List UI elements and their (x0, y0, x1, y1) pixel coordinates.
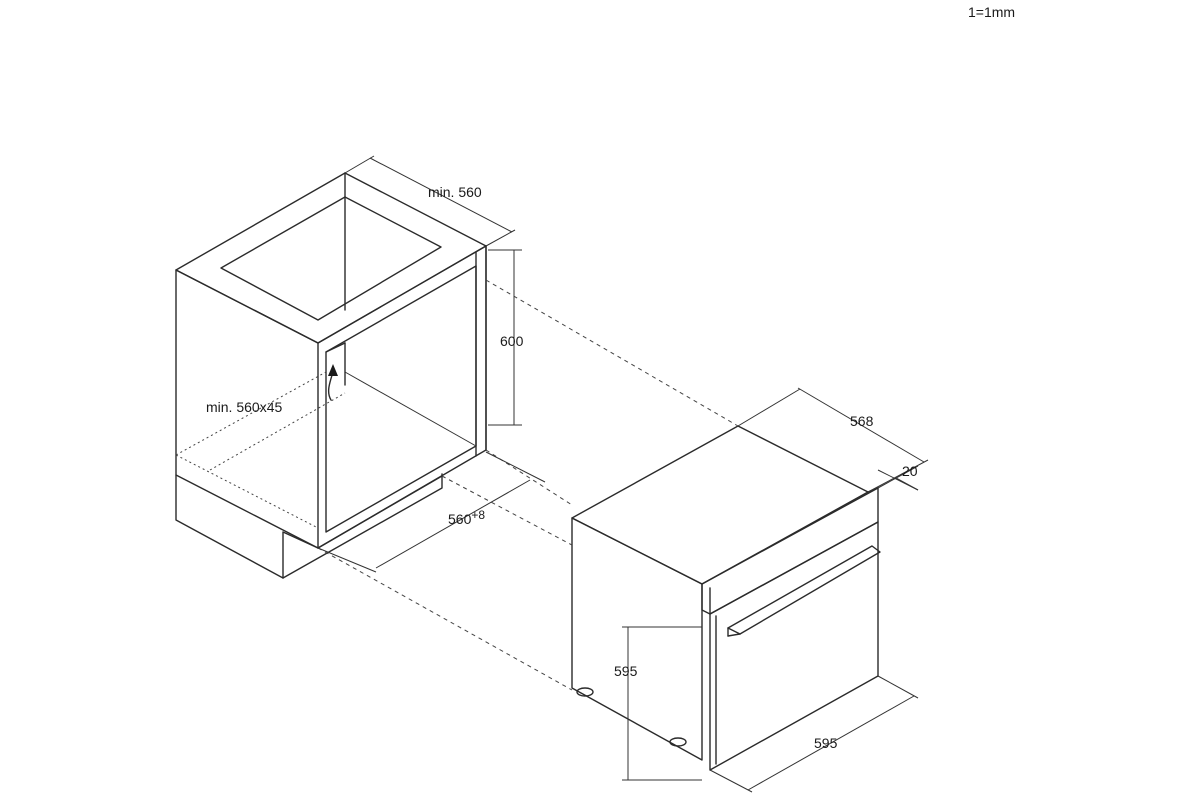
cabinet-front-opening (325, 265, 477, 533)
cabinet-inner-floor-line (344, 371, 477, 447)
dim-line-oven-width (747, 695, 915, 791)
oven-door-handle (727, 545, 881, 635)
oven (571, 425, 881, 771)
airflow-arrow-icon (327, 364, 338, 401)
oven-left-side (571, 517, 703, 761)
oven-door (709, 521, 879, 771)
scale-note: 1=1mm (968, 4, 1016, 20)
label-oven-depth: 568 (850, 413, 874, 429)
cabinet-plinth-front (282, 473, 443, 579)
label-oven-height: 595 (614, 663, 638, 679)
cabinet-plinth-top (317, 475, 443, 549)
label-vent: min. 560x45 (206, 399, 282, 415)
dim-line-cabinet-depth (375, 479, 531, 569)
dim-line-door (895, 477, 919, 491)
label-cabinet-depth: 560+8 (448, 508, 485, 527)
projection-lines (317, 279, 739, 691)
vent-dotted-line-1 (175, 371, 327, 456)
label-cabinet-height: 600 (500, 333, 524, 349)
vent-slot-top (325, 342, 346, 353)
vent-dotted-line-2 (209, 392, 346, 471)
oven-top-face (571, 425, 869, 585)
dimensions: min. 560 600 min. 560x45 560+8 568 20 59… (206, 155, 929, 793)
dim-line-oven-depth (797, 387, 925, 463)
oven-control-panel (701, 487, 879, 615)
dim-line-cabinet-width (369, 157, 513, 233)
oven-foot-left (576, 687, 594, 697)
label-oven-width: 595 (814, 735, 838, 751)
label-cabinet-width: min. 560 (428, 184, 482, 200)
cabinet-plinth (175, 474, 319, 579)
cabinet-top-opening (220, 196, 442, 321)
oven-foot-right (669, 737, 687, 747)
cabinet-front-frame (317, 245, 487, 549)
vent-dotted-line-3 (175, 454, 319, 529)
label-door: 20 (902, 463, 918, 479)
